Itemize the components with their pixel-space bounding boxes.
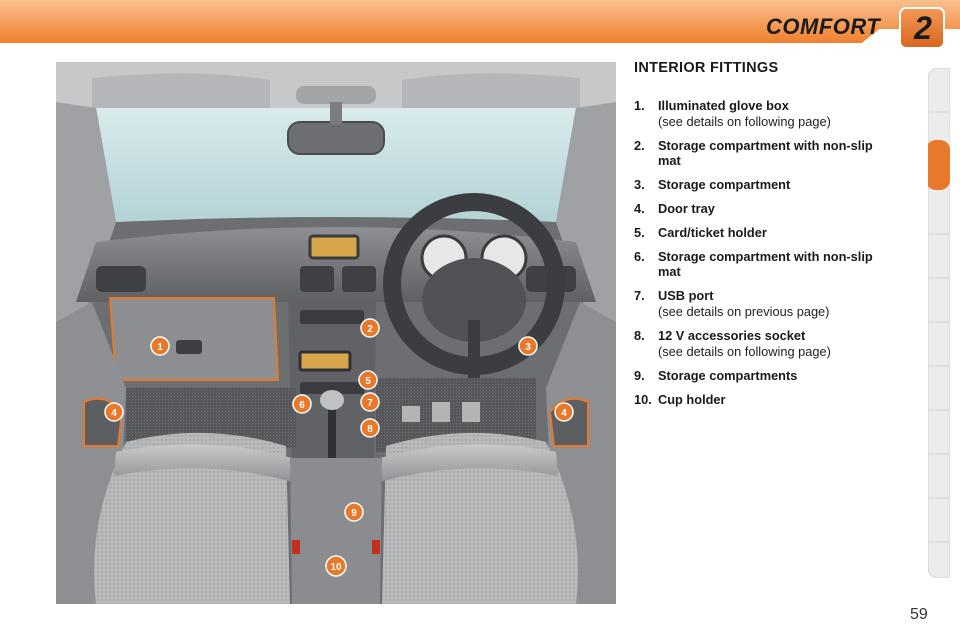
list-item: 7.USB port(see details on previous page) <box>634 288 830 319</box>
list-item: 1.Illuminated glove box(see details on f… <box>634 98 831 129</box>
list-item: 2.Storage compartment with non-slip mat <box>634 138 873 168</box>
svg-text:10: 10 <box>330 562 342 573</box>
svg-text:5: 5 <box>365 376 371 387</box>
callout-6: 6 <box>292 394 312 414</box>
callout-9: 9 <box>344 502 364 522</box>
svg-text:2: 2 <box>367 324 373 335</box>
callout-4-right: 4 <box>554 402 574 422</box>
page-header: COMFORT 2 <box>0 0 960 52</box>
callout-3: 3 <box>518 336 538 356</box>
svg-text:8: 8 <box>367 424 373 435</box>
chapter-tabs <box>926 67 951 579</box>
header-banner <box>0 0 960 49</box>
car-interior-illustration: 1 2 3 4 4 5 6 7 <box>56 62 616 604</box>
callout-8: 8 <box>360 418 380 438</box>
callout-2: 2 <box>360 318 380 338</box>
fittings-list: 1.Illuminated glove box(see details on f… <box>634 98 924 407</box>
svg-text:1: 1 <box>157 342 163 353</box>
list-item: 5.Card/ticket holder <box>634 225 767 240</box>
interior-fittings-section: INTERIOR FITTINGS 1.Illuminated glove bo… <box>634 60 924 416</box>
list-item: 3.Storage compartment <box>634 177 791 192</box>
list-item: 8.12 V accessories socket(see details on… <box>634 328 831 359</box>
callout-4-left: 4 <box>104 402 124 422</box>
svg-text:4: 4 <box>111 408 117 419</box>
chapter-tab-strip[interactable] <box>926 67 951 579</box>
list-item: 6.Storage compartment with non-slip mat <box>634 249 873 279</box>
svg-text:7: 7 <box>367 398 373 409</box>
section-heading: INTERIOR FITTINGS <box>634 60 779 76</box>
callout-1: 1 <box>150 336 170 356</box>
svg-text:3: 3 <box>525 342 531 353</box>
svg-text:4: 4 <box>561 408 567 419</box>
chapter-number: 2 <box>914 10 932 46</box>
interior-drawing: 1 2 3 4 4 5 6 7 <box>56 62 616 604</box>
list-item: 9.Storage compartments <box>634 368 798 383</box>
svg-text:6: 6 <box>299 400 305 411</box>
callout-10: 10 <box>325 555 347 577</box>
callout-5: 5 <box>358 370 378 390</box>
list-item: 10.Cup holder <box>634 392 726 407</box>
list-item: 4.Door tray <box>634 201 715 216</box>
section-title: COMFORT <box>766 14 881 39</box>
svg-text:9: 9 <box>351 508 357 519</box>
callout-7: 7 <box>360 392 380 412</box>
page-number: 59 <box>910 606 928 623</box>
